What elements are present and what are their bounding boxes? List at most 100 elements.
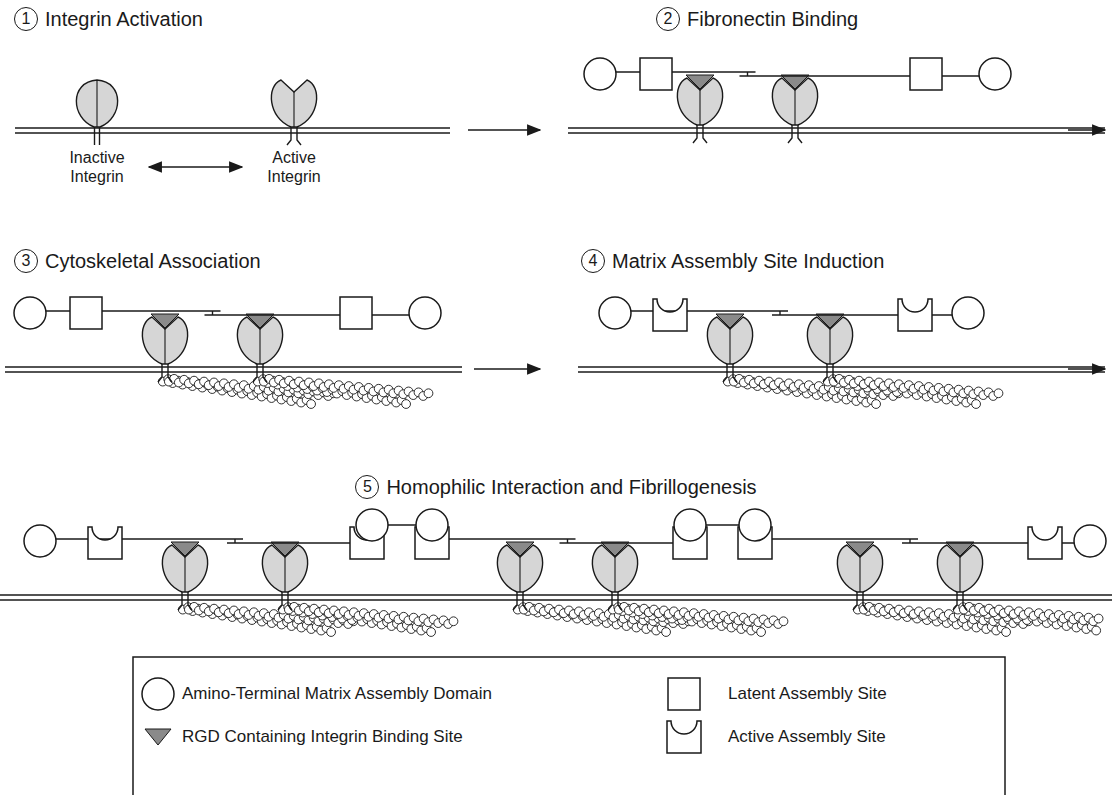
integrin-divider [284,557,285,592]
actin-subunit [307,400,316,409]
step-arrow [1068,368,1105,370]
rgd-site [716,314,744,328]
integrin-divider [259,329,260,364]
fibronectin-dimer [738,525,1106,559]
integrin-leg [798,124,802,143]
fibronectin-chain [740,75,996,76]
integrin-symbol [237,314,282,382]
membrane-line [568,127,1105,128]
actin-filament [859,602,1032,628]
actin-subunit [1092,626,1101,635]
membrane-line [15,132,450,133]
legend-label: Amino-Terminal Matrix Assembly Domain [182,684,492,704]
latent-assembly-site [668,678,700,710]
integrin-leg [523,591,527,610]
integrin-divider [293,92,294,127]
fibronectin-chain [560,542,691,543]
membrane-line [568,132,1105,133]
actin-filament [253,375,410,409]
integrin-leg [693,124,697,143]
active-assembly-site [898,299,932,331]
legend-samples [142,678,701,753]
actin-filament [614,602,787,628]
amino-terminal-domain [142,678,174,710]
fibronectin-chain [205,314,426,315]
actin-subunit [427,628,436,637]
rgd-site [816,314,844,328]
integrin-symbol [937,542,982,610]
active-assembly-site [653,299,687,331]
legend-label: Latent Assembly Site [728,684,887,704]
integrin-leg [297,126,301,145]
latent-assembly-site [640,58,672,90]
actin-subunit [402,400,411,409]
amino-terminal-domain [409,297,441,329]
disulfide-bond [909,539,910,543]
actin-subunit [779,617,788,626]
step-arrow [1068,129,1105,131]
amino-terminal-domain [24,525,56,557]
integrin-symbol [677,75,722,143]
integrin-leg [788,124,792,143]
integrin-leg [608,591,612,610]
integrin-leg [263,363,267,382]
integrin-leg [99,126,100,145]
disulfide-bond [234,539,235,543]
actin-filament [519,602,692,628]
integrin-leg [618,591,622,610]
step-number: 4 [581,249,605,273]
integrin-outline [246,78,342,148]
integrin-divider [829,329,830,364]
cell-membrane [568,128,1105,133]
actin-subunit [449,617,458,626]
integrin-symbol [707,314,752,382]
integrin-leg [853,591,857,610]
integrin-symbol [807,314,852,382]
legend-label: RGD Containing Integrin Binding Site [182,727,463,747]
membrane-line [0,594,1112,595]
amino-terminal-domain [952,297,984,329]
step-arrow [468,129,540,131]
integrin-divider [794,90,795,125]
amino-terminal-domain [674,509,706,541]
step-arrow [474,368,540,370]
step-title-text: Fibronectin Binding [687,8,858,31]
amino-terminal-domain [979,58,1011,90]
integrin-leg [158,363,162,382]
actin-filament [853,603,1010,637]
actin-filament [723,375,880,409]
actin-subunit [662,628,671,637]
disulfide-bond [567,539,568,543]
actin-subunit [994,389,1003,398]
activation-arrow [149,166,242,168]
fibronectin-chain [755,538,918,539]
actin-filament [284,602,457,628]
rgd-site [145,729,171,745]
integrin-leg [253,363,257,382]
integrin-divider [699,90,700,125]
integrin-symbol [271,80,316,145]
integrin-leg [953,591,957,610]
actin-filament [513,603,670,637]
rgd-site [781,75,809,89]
amino-terminal-domain [599,297,631,329]
integrin-outline [49,78,145,148]
integrin-divider [184,557,185,592]
integrin-leg [168,363,172,382]
integrin-leg [94,126,95,145]
actin-subunit [424,389,433,398]
integrin-divider [614,557,615,592]
integrin-divider [96,80,97,127]
integrin-node: Inactive Integrin [49,78,145,186]
actin-filament [278,603,435,637]
disulfide-bond [212,311,213,315]
integrin-leg [188,591,192,610]
latent-assembly-site [70,297,102,329]
integrin-leg [278,591,282,610]
step-title: 3Cytoskeletal Association [14,249,261,273]
step-number: 5 [355,475,379,499]
integrin-leg [723,363,727,382]
actin-subunit [1002,628,1011,637]
